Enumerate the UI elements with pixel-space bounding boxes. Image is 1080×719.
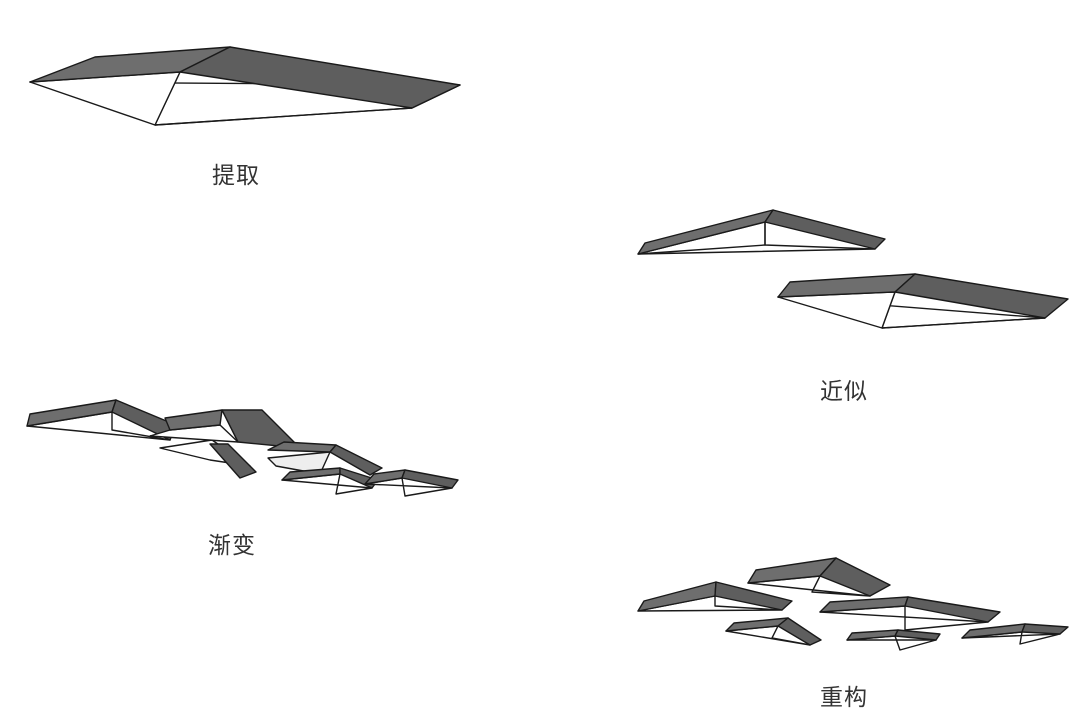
approximate-roof-form-1 [637,209,886,255]
reconstruct-roof-cluster [637,557,1069,651]
approximate-roof-form-2 [777,273,1069,329]
label-extract: 提取 [212,163,260,189]
extract-roof-right-face [179,46,461,109]
label-reconstruct: 重构 [820,685,868,711]
label-approximate: 近似 [820,379,868,405]
gradient-roof-cluster [26,399,459,497]
label-gradient: 渐变 [208,533,256,559]
extract-roof-form [29,46,461,126]
